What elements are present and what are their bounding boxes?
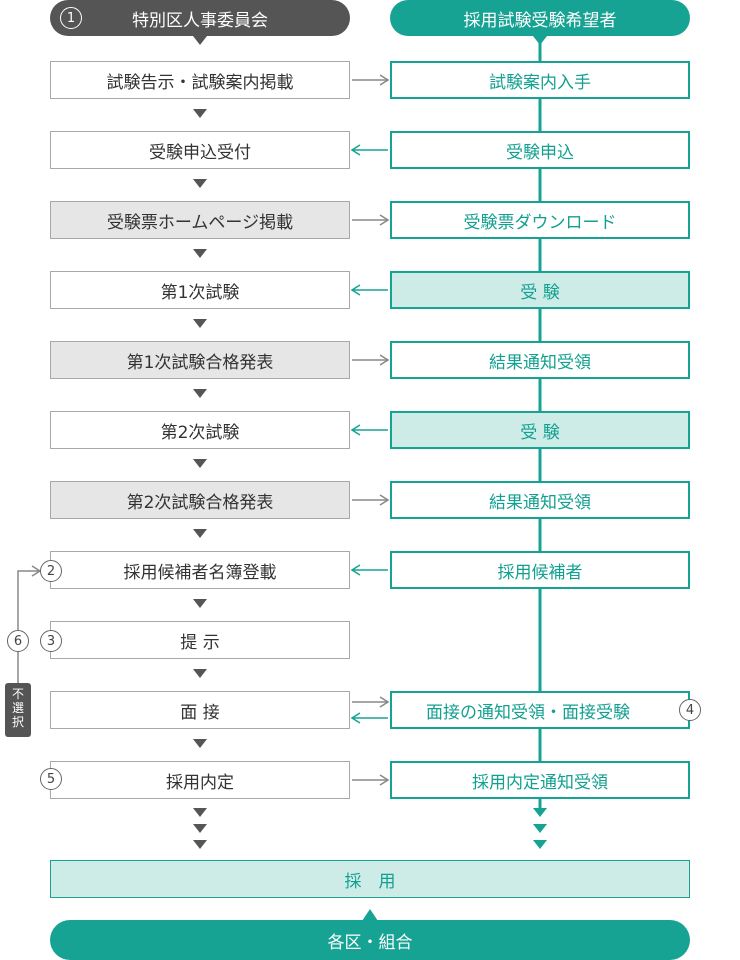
committee-step-11: 採用内定 xyxy=(50,761,350,799)
applicant-step-1: 試験案内入手 xyxy=(390,61,690,99)
arrow-right-icon xyxy=(379,696,390,708)
arrow-right-icon xyxy=(379,214,390,226)
step-marker-4: 4 xyxy=(679,699,701,721)
committee-step-label: 第1次試験 xyxy=(160,282,240,303)
down-arrow-icon xyxy=(193,739,207,748)
committee-step-label: 面 接 xyxy=(180,702,220,723)
applicant-step-label: 採用候補者 xyxy=(497,562,583,583)
not-selected-text: 不選択 xyxy=(11,687,24,729)
applicant-step-9: 面接の通知受領・面接受験 xyxy=(390,691,690,729)
applicant-step-6: 受 験 xyxy=(390,411,690,449)
step-marker-2: 2 xyxy=(40,560,62,582)
committee-step-6: 第2次試験 xyxy=(50,411,350,449)
applicant-step-5: 結果通知受領 xyxy=(390,341,690,379)
committee-step-label: 試験告示・試験案内掲載 xyxy=(106,72,294,93)
committee-step-label: 受験票ホームページ掲載 xyxy=(106,212,294,233)
applicant-step-3: 受験票ダウンロード xyxy=(390,201,690,239)
committee-step-8: 採用候補者名簿登載 xyxy=(50,551,350,589)
step-marker-5: 5 xyxy=(40,768,62,790)
arrow-left-icon xyxy=(350,284,361,296)
down-arrow-icon xyxy=(533,36,547,45)
down-arrow-icon xyxy=(193,319,207,328)
committee-step-label: 第1次試験合格発表 xyxy=(126,352,274,373)
committee-step-label: 受験申込受付 xyxy=(149,142,251,163)
applicant-step-label: 受 験 xyxy=(520,282,560,303)
down-arrow-icon xyxy=(193,389,207,398)
arrow-left-icon xyxy=(350,424,361,436)
arrow-left-icon xyxy=(350,144,361,156)
step-marker-3: 3 xyxy=(40,630,62,652)
destination-pill: 各区・組合 xyxy=(50,920,690,960)
applicant-step-label: 結果通知受領 xyxy=(489,352,591,373)
committee-step-3: 受験票ホームページ掲載 xyxy=(50,201,350,239)
arrow-right-icon xyxy=(379,354,390,366)
applicant-step-label: 受験申込 xyxy=(506,142,574,163)
committee-step-4: 第1次試験 xyxy=(50,271,350,309)
applicant-step-label: 受 験 xyxy=(520,422,560,443)
applicant-step-4: 受 験 xyxy=(390,271,690,309)
down-arrow-icon xyxy=(193,529,207,538)
committee-step-label: 提 示 xyxy=(180,632,220,653)
down-arrow-icon xyxy=(193,249,207,258)
applicant-step-7: 結果通知受領 xyxy=(390,481,690,519)
committee-step-label: 第2次試験 xyxy=(160,422,240,443)
committee-header: 1 特別区人事委員会 xyxy=(50,0,350,36)
applicant-step-label: 結果通知受領 xyxy=(489,492,591,513)
applicant-step-label: 面接の通知受領・面接受験 xyxy=(426,702,630,723)
committee-title: 特別区人事委員会 xyxy=(132,10,268,31)
applicant-header: 採用試験受験希望者 xyxy=(390,0,690,36)
down-arrow-icon xyxy=(193,179,207,188)
arrow-right-icon xyxy=(379,774,390,786)
committee-step-1: 試験告示・試験案内掲載 xyxy=(50,61,350,99)
up-arrow-icon xyxy=(362,909,378,921)
applicant-step-label: 受験票ダウンロード xyxy=(463,212,617,233)
committee-step-label: 採用内定 xyxy=(166,772,234,793)
committee-step-5: 第1次試験合格発表 xyxy=(50,341,350,379)
down-arrow-icon xyxy=(193,459,207,468)
hire-box: 採 用 xyxy=(50,860,690,898)
not-selected-label: 不選択 xyxy=(5,683,31,737)
committee-step-2: 受験申込受付 xyxy=(50,131,350,169)
down-arrow-icon xyxy=(533,824,547,833)
down-arrow-icon xyxy=(193,824,207,833)
arrow-right-icon xyxy=(379,74,390,86)
down-arrow-icon xyxy=(533,840,547,849)
arrow-right-icon xyxy=(379,494,390,506)
applicant-step-label: 試験案内入手 xyxy=(489,72,591,93)
down-arrow-icon xyxy=(193,808,207,817)
down-arrow-icon xyxy=(193,840,207,849)
committee-step-10: 面 接 xyxy=(50,691,350,729)
step-marker-6: 6 xyxy=(7,630,29,652)
committee-step-7: 第2次試験合格発表 xyxy=(50,481,350,519)
applicant-step-label: 採用内定通知受領 xyxy=(472,772,608,793)
applicant-step-2: 受験申込 xyxy=(390,131,690,169)
applicant-step-10: 採用内定通知受領 xyxy=(390,761,690,799)
destination-label: 各区・組合 xyxy=(327,932,413,953)
down-arrow-icon xyxy=(533,808,547,817)
down-arrow-icon xyxy=(193,599,207,608)
down-arrow-icon xyxy=(193,669,207,678)
arrow-left-icon xyxy=(350,712,361,724)
applicant-step-8: 採用候補者 xyxy=(390,551,690,589)
hire-label: 採 用 xyxy=(344,871,396,892)
down-arrow-icon xyxy=(193,36,207,45)
step-marker-1: 1 xyxy=(60,7,82,29)
arrow-left-icon xyxy=(350,564,361,576)
committee-step-9: 提 示 xyxy=(50,621,350,659)
committee-step-label: 第2次試験合格発表 xyxy=(126,492,274,513)
down-arrow-icon xyxy=(193,109,207,118)
applicant-title: 採用試験受験希望者 xyxy=(463,10,617,31)
committee-step-label: 採用候補者名簿登載 xyxy=(123,562,277,583)
